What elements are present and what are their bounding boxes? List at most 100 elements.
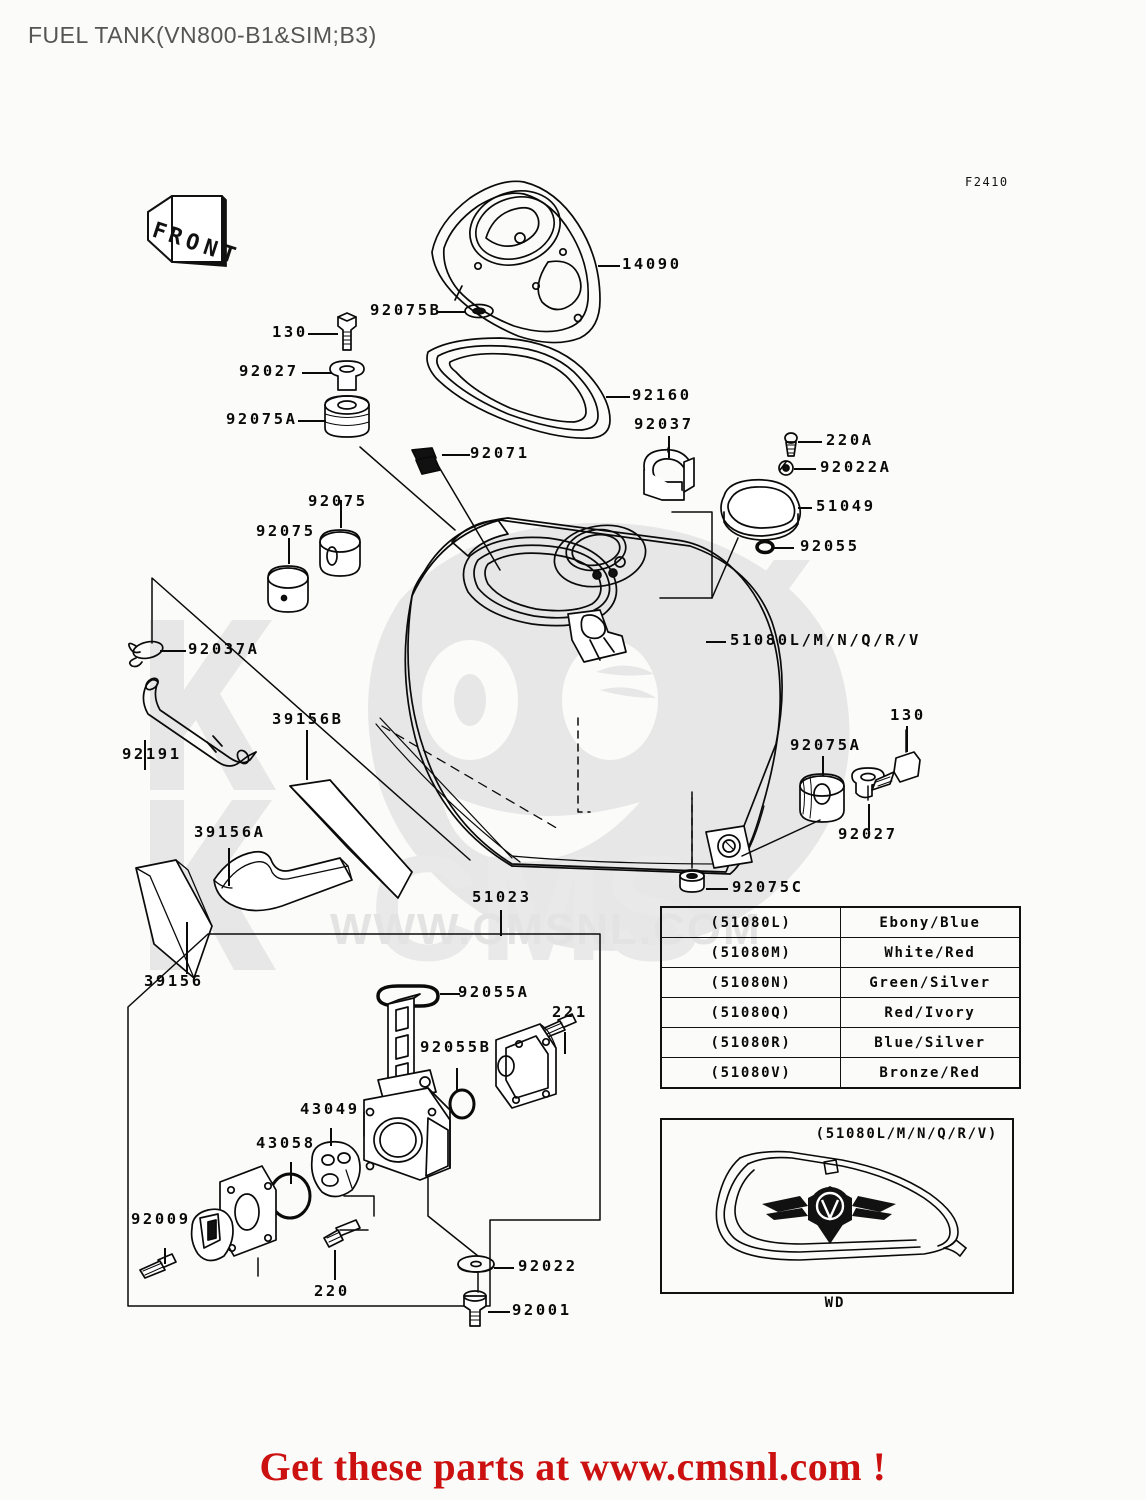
leader-92075A-right [822,756,824,776]
callout-92055: 92055 [800,537,860,555]
callout-92027-top: 92027 [239,362,299,380]
callout-51023: 51023 [472,888,532,906]
part-92075A-damper-top [324,395,370,438]
part-fuel-valve-body [363,993,451,1181]
front-arrow-badge [147,195,227,267]
callout-51049: 51049 [816,497,876,515]
color-code: (51080L) [660,906,841,938]
part-92037-clamp [643,448,695,501]
color-name: Bronze/Red [840,1057,1021,1089]
leader-130-right [906,726,908,752]
part-92160-damper [426,337,611,440]
callout-130-right: 130 [890,706,926,724]
callout-92160: 92160 [632,386,692,404]
table-row: (51080R) Blue/Silver [660,1027,1021,1058]
part-92075-damper-a [267,565,309,613]
inset-caption: WD [824,1295,846,1311]
leader-39156B [306,730,308,780]
table-row: (51080L) Ebony/Blue [660,906,1021,938]
callout-92075C: 92075C [732,878,804,896]
leader-92160 [606,396,630,398]
leader-92071 [442,454,470,456]
part-130-bolt-right [871,751,921,791]
table-row: (51080V) Bronze/Red [660,1057,1021,1089]
color-name: Green/Silver [840,967,1021,998]
leader-92075-a [288,538,290,564]
inset-code-label: (51080L/M/N/Q/R/V) [815,1126,998,1142]
table-row: (51080M) White/Red [660,937,1021,968]
leader-43049 [330,1128,332,1146]
callout-92075B: 92075B [370,301,442,319]
leader-43058 [290,1162,292,1184]
leader-92191 [144,740,146,770]
part-92009-screw [139,1253,177,1279]
color-name: Ebony/Blue [840,906,1021,938]
part-130-bolt-top [337,312,357,351]
leader-92027-top [302,372,332,374]
color-name: Red/Ivory [840,997,1021,1028]
part-39156A-pad [213,850,353,912]
part-92071-stop [411,447,441,475]
part-92009-knob [190,1208,234,1262]
part-92022-washer [457,1255,495,1273]
page-title: FUEL TANK(VN800-B1&SIM;B3) [28,22,377,48]
callout-92009: 92009 [131,1210,191,1228]
part-51049-cap [720,478,802,541]
color-code: (51080Q) [660,997,841,1028]
part-92027-washer-top [329,360,365,391]
part-92022A-washer [778,460,794,476]
leader-220A [798,441,822,443]
tank-variant-inset: (51080L/M/N/Q/R/V) [660,1118,1014,1294]
callout-92022: 92022 [518,1257,578,1275]
callout-92075-a: 92075 [256,522,316,540]
leader-92075B [438,311,466,313]
color-code-table: (51080L) Ebony/Blue (51080M) White/Red (… [660,906,1021,1089]
part-92075A-damper-right [799,773,845,823]
table-row: (51080Q) Red/Ivory [660,997,1021,1028]
callout-39156A: 39156A [194,823,266,841]
svg-text:CMS: CMS [370,824,703,992]
footer-promo-text: Get these parts at www.cmsnl.com ! [259,1444,887,1489]
leader-92027-right [868,804,870,830]
callout-92037A: 92037A [188,640,260,658]
leader-130-top [308,333,338,335]
part-92037A-clip [128,640,164,668]
callout-92191: 92191 [122,745,182,763]
callout-220A: 220A [826,431,874,449]
part-14090-panel-cover [431,180,601,344]
callout-43049: 43049 [300,1100,360,1118]
leader-51023 [500,910,502,936]
callout-92075-b: 92075 [308,492,368,510]
part-51080-fuel-tank [375,517,783,875]
callout-92075A-right: 92075A [790,736,862,754]
sheet-code: F2410 [965,175,1009,189]
callout-39156B: 39156B [272,710,344,728]
part-92075-damper-b [319,529,361,577]
leader-221 [564,1032,566,1054]
leader-92075C [706,888,728,890]
table-row: (51080N) Green/Silver [660,967,1021,998]
callout-220: 220 [314,1282,350,1300]
leader-92055B [456,1068,458,1090]
leader-92055A [440,993,460,995]
callout-51080-main: 51080L/M/N/Q/R/V [730,631,921,649]
leader-51080-main [706,641,726,643]
leader-92022 [494,1267,514,1269]
part-92191-tube [142,677,257,767]
part-92055-oring [755,539,775,555]
callout-221: 221 [552,1003,588,1021]
leader-14090 [598,265,620,267]
callout-92055B: 92055B [420,1038,492,1056]
callout-92071: 92071 [470,444,530,462]
callout-92027-right: 92027 [838,825,898,843]
leader-220 [334,1250,336,1280]
leader-39156A [228,848,230,886]
color-code: (51080N) [660,967,841,998]
color-code: (51080V) [660,1057,841,1089]
part-92055B-oring [448,1088,476,1120]
part-220-screw [323,1219,361,1248]
callout-92022A: 92022A [820,458,892,476]
callout-130-top: 130 [272,323,308,341]
callout-14090: 14090 [622,255,682,273]
